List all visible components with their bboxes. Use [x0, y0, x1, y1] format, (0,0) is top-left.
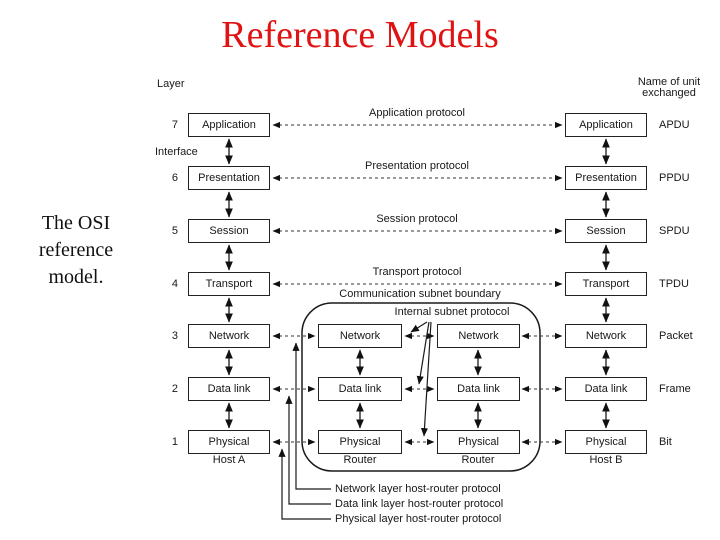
router-1-label: Router	[343, 454, 377, 466]
host-router-protocol-label: Data link layer host-router protocol	[335, 498, 504, 510]
host-b-layer-box: Transport	[565, 272, 647, 296]
subnet-boundary-label: Communication subnet boundary	[339, 288, 501, 300]
layer-number: 6	[171, 172, 178, 184]
host-b-layer-box: Presentation	[565, 166, 647, 190]
router-1-layer-box: Network	[318, 324, 402, 348]
internal-subnet-label: Internal subnet protocol	[394, 306, 510, 318]
interface-label: Interface	[155, 146, 198, 158]
router-1-layer-box: Data link	[318, 377, 402, 401]
protocol-label: Application protocol	[368, 107, 465, 119]
host-a-layer-box: Session	[188, 219, 270, 243]
layer-number: 3	[171, 330, 178, 342]
layer-number: 1	[171, 436, 178, 448]
host-router-protocol-label: Physical layer host-router protocol	[335, 513, 502, 525]
protocol-label: Session protocol	[376, 213, 458, 225]
host-a-layer-box: Network	[188, 324, 270, 348]
host-b-label: Host B	[589, 454, 623, 466]
host-a-layer-box: Physical	[188, 430, 270, 454]
router-2-layer-box: Physical	[437, 430, 520, 454]
internal-subnet-arrows	[410, 321, 432, 437]
layer-number: 7	[171, 119, 178, 131]
host-b-layer-box: Data link	[565, 377, 647, 401]
protocol-label: Transport protocol	[372, 266, 462, 278]
host-b-layer-box: Network	[565, 324, 647, 348]
unit-label: Bit	[659, 436, 672, 448]
router-2-label: Router	[461, 454, 495, 466]
unit-label: Packet	[659, 330, 693, 342]
protocol-label: Presentation protocol	[365, 160, 469, 172]
unit-label: SPDU	[659, 225, 690, 237]
host-b-layer-box: Physical	[565, 430, 647, 454]
host-b-layer-box: Application	[565, 113, 647, 137]
peer-protocol-lines	[272, 121, 563, 288]
host-a-layer-box: Presentation	[188, 166, 270, 190]
layer-number: 2	[171, 383, 178, 395]
unit-header-label: Name of unit exchanged	[637, 76, 701, 99]
router-1-layer-box: Physical	[318, 430, 402, 454]
unit-label: Frame	[659, 383, 691, 395]
layer-axis-label: Layer	[157, 78, 185, 90]
host-a-layer-box: Transport	[188, 272, 270, 296]
unit-label: APDU	[659, 119, 690, 131]
host-a-label: Host A	[212, 454, 246, 466]
host-b-layer-box: Session	[565, 219, 647, 243]
caption-text: The OSI reference model.	[38, 212, 114, 288]
layer-number: 4	[171, 278, 178, 290]
layer-number: 5	[171, 225, 178, 237]
host-a-layer-box: Application	[188, 113, 270, 137]
router-2-layer-box: Network	[437, 324, 520, 348]
slide-title: Reference Models	[221, 14, 499, 56]
unit-label: TPDU	[659, 278, 689, 290]
host-a-layer-box: Data link	[188, 377, 270, 401]
unit-label: PPDU	[659, 172, 690, 184]
router-2-layer-box: Data link	[437, 377, 520, 401]
host-router-protocol-label: Network layer host-router protocol	[335, 483, 501, 495]
